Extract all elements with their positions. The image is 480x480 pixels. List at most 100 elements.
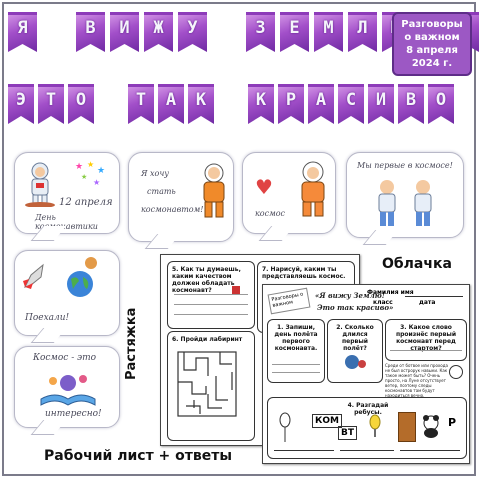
card-1-text-1: 12 апреля xyxy=(59,197,113,208)
ws-field-date: дата xyxy=(419,299,436,306)
stars-icon: ★ ★ ★ ★ ★ xyxy=(75,160,105,187)
card-love-space: ♥ космос xyxy=(242,152,336,241)
row2-pennant-13: В xyxy=(398,84,424,124)
astronaut-icon xyxy=(25,162,55,207)
panda-icon xyxy=(423,415,439,438)
row2-pennant-8: К xyxy=(248,84,274,124)
row2-pennant-9: Р xyxy=(278,84,304,124)
magnifier-icon xyxy=(449,365,463,379)
svg-text:★: ★ xyxy=(75,162,83,172)
ws-stamp: Разговоры о важном xyxy=(267,287,311,315)
pennant-letter: Я xyxy=(17,18,28,38)
card-want-to-be-astronaut: Я хочу стать космонавтом! xyxy=(128,152,234,249)
ws-field-class: класс xyxy=(373,299,393,306)
planet-icon xyxy=(345,355,366,369)
row1-pennant-10: Л xyxy=(348,12,377,52)
pennant-letter: К xyxy=(195,90,207,110)
info-line-2: о важном xyxy=(404,32,460,43)
row1-pennant-4: Ж xyxy=(144,12,173,52)
label-rastyazhka: Растяжка xyxy=(124,307,139,380)
astronaut-icon xyxy=(203,163,225,218)
row2-pennant-0: Э xyxy=(8,84,34,124)
ws-box-2: 2. Сколько длился первый полёт? xyxy=(327,319,383,383)
pennant-letter: Е xyxy=(289,18,300,38)
row1-pennant-8: Е xyxy=(280,12,309,52)
ws-title-2: Это так красиво» xyxy=(317,303,394,312)
planet-icon xyxy=(85,257,97,269)
rocket-icon xyxy=(23,263,44,289)
rebus-letter: Р xyxy=(448,416,457,429)
pennant-letter: А xyxy=(165,90,177,110)
ws-back-box-5: 5. Как ты думаешь, каким качеством долже… xyxy=(167,261,255,329)
row1-pennant-7: З xyxy=(246,12,275,52)
page-frame xyxy=(2,2,476,476)
rebus-1: КОМ xyxy=(312,414,342,428)
pennant-letter: Р xyxy=(285,90,297,110)
ws-box-3: 3. Какое слово произнёс первый космонавт… xyxy=(385,319,467,361)
info-line-3: 8 апреля xyxy=(406,45,458,56)
event-info-box: Разговоры о важном 8 апреля 2024 г. xyxy=(392,12,472,76)
wardrobe-icon xyxy=(398,412,416,442)
card-6-text-1: Космос - это xyxy=(33,353,97,363)
row1-pennant-1 xyxy=(42,12,71,52)
label-worksheet: Рабочий лист + ответы xyxy=(44,448,233,464)
worksheet-front-page: Разговоры о важном «Я вижу Землю! Это та… xyxy=(262,284,470,464)
row2-pennant-5: А xyxy=(158,84,184,124)
card-poekhali: Поехали! xyxy=(14,250,120,343)
card-6-text-2: интересно! xyxy=(45,409,102,419)
pennant-letter: С xyxy=(345,90,357,110)
ws-field-fio: Фамилия имя xyxy=(367,289,414,296)
pennant-letter: О xyxy=(435,90,447,110)
pennant-letter: О xyxy=(75,90,87,110)
row2-pennant-4: Т xyxy=(128,84,154,124)
heart-icon: ♥ xyxy=(255,175,273,199)
row1-pennant-5: У xyxy=(178,12,207,52)
racket-icon xyxy=(279,412,291,442)
row2-pennant-14: О xyxy=(428,84,454,124)
pennant-letter: В xyxy=(85,18,96,38)
row2-pennant-2: О xyxy=(68,84,94,124)
lemon-icon xyxy=(369,414,381,437)
svg-text:★: ★ xyxy=(81,173,87,181)
row2-pennant-7 xyxy=(218,84,244,124)
card-3-text: космос xyxy=(255,209,286,218)
ws-box-1: 1. Запиши, день полёта первого космонавт… xyxy=(267,319,325,383)
pennant-letter: М xyxy=(323,18,334,38)
pennant-letter: У xyxy=(187,18,198,38)
svg-text:★: ★ xyxy=(97,166,105,176)
pennant-letter: В xyxy=(405,90,417,110)
row1-pennant-9: М xyxy=(314,12,343,52)
info-line-4: 2024 г. xyxy=(411,58,453,69)
pennant-letter: Т xyxy=(135,90,147,110)
rebus-2: ВТ xyxy=(338,426,357,440)
ws-back-box-6: 6. Пройди лабиринт xyxy=(167,331,255,441)
open-book-icon xyxy=(40,375,96,406)
earth-icon xyxy=(67,271,93,297)
astronauts-icon xyxy=(378,180,432,226)
pennant-letter: Э xyxy=(15,90,27,110)
row2-pennant-6: К xyxy=(188,84,214,124)
card-cosmonautics-day: ★ ★ ★ ★ ★ 12 апреля День космонавтики xyxy=(14,152,120,241)
astronaut-icon xyxy=(301,161,325,217)
pennant-letter: И xyxy=(119,18,130,38)
card-space-interesting: Космос - это интересно! xyxy=(14,346,120,435)
row2-pennant-10: А xyxy=(308,84,334,124)
pennant-letter: Т xyxy=(45,90,57,110)
card-first-in-space: Мы первые в космосе! xyxy=(346,152,464,245)
card-5-text: Поехали! xyxy=(25,313,70,323)
row1-pennant-0: Я xyxy=(8,12,37,52)
card-2-text: Я хочу стать космонавтом! xyxy=(141,169,204,214)
label-oblachka: Облачка xyxy=(382,256,452,272)
pennant-letter: Ж xyxy=(153,18,164,38)
row1-pennant-6 xyxy=(212,12,241,52)
row2-pennant-12: И xyxy=(368,84,394,124)
pennant-letter: И xyxy=(375,90,387,110)
pennant-letter: Л xyxy=(357,18,368,38)
row1-pennant-3: И xyxy=(110,12,139,52)
maze-icon xyxy=(177,351,237,417)
row2-pennant-3 xyxy=(98,84,124,124)
ws-side-text: Среди от ботвое или прохода не был остро… xyxy=(385,363,448,398)
svg-text:★: ★ xyxy=(87,160,94,169)
ws-box-4: 4. Разгадай ребусы. КОМ ВТ Р xyxy=(267,397,467,459)
